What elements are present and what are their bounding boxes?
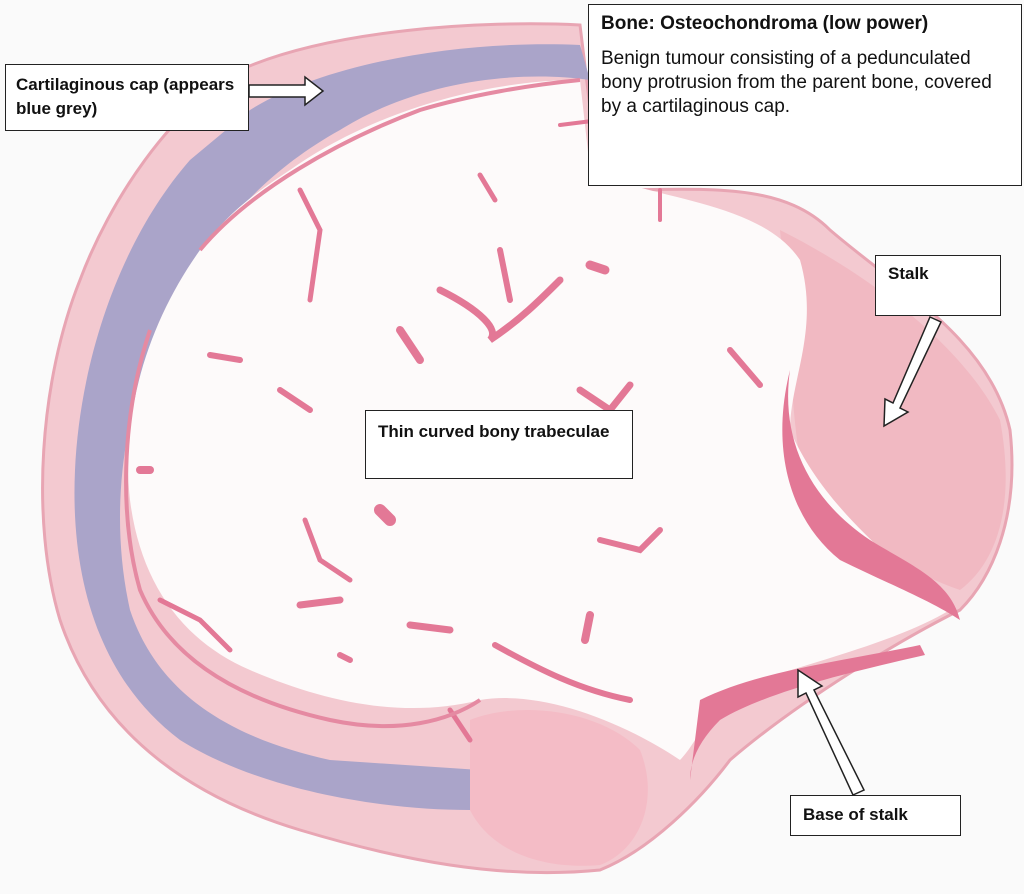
trabecula [436,276,564,343]
cap-arrow-icon [248,75,325,107]
description: Benign tumour consisting of a pedunculat… [601,48,992,117]
trabecula [477,172,498,203]
trabecula [406,621,454,634]
trabecula [157,597,233,653]
osteochondral-junction [198,78,581,252]
trabecula [337,652,353,663]
osteochondral-junction [124,329,482,729]
cartilage-cap [74,44,591,810]
trabecula [727,347,763,388]
label-base-of-stalk: Base of stalk [790,795,961,836]
trabecula [396,326,424,364]
page-title: Bone: Osteochondroma (low power) [601,13,929,34]
label-stalk: Stalk [875,255,1001,316]
stalk-arrow-icon [883,316,943,428]
trabecula [497,247,513,303]
annotation-arrows [248,75,943,796]
trabecula [581,611,594,644]
trabecula [597,527,663,554]
trabecula [277,387,313,413]
trabecula [374,504,396,526]
trabecula [296,596,344,609]
base-cortex [690,645,925,780]
trabecula [302,517,353,583]
stalk-cortex [782,370,960,620]
label-cartilaginous-cap: Cartilaginous cap (appears blue grey) [5,64,249,131]
title-box: Bone: Osteochondroma (low power) Benign … [588,4,1022,186]
stalk-base-mass [470,710,648,866]
trabecula [492,642,633,703]
trabecula [297,187,323,303]
label-trabeculae: Thin curved bony trabeculae [365,410,633,479]
base-arrow-icon [797,668,866,796]
trabecula [585,260,610,275]
trabecula [207,352,243,363]
